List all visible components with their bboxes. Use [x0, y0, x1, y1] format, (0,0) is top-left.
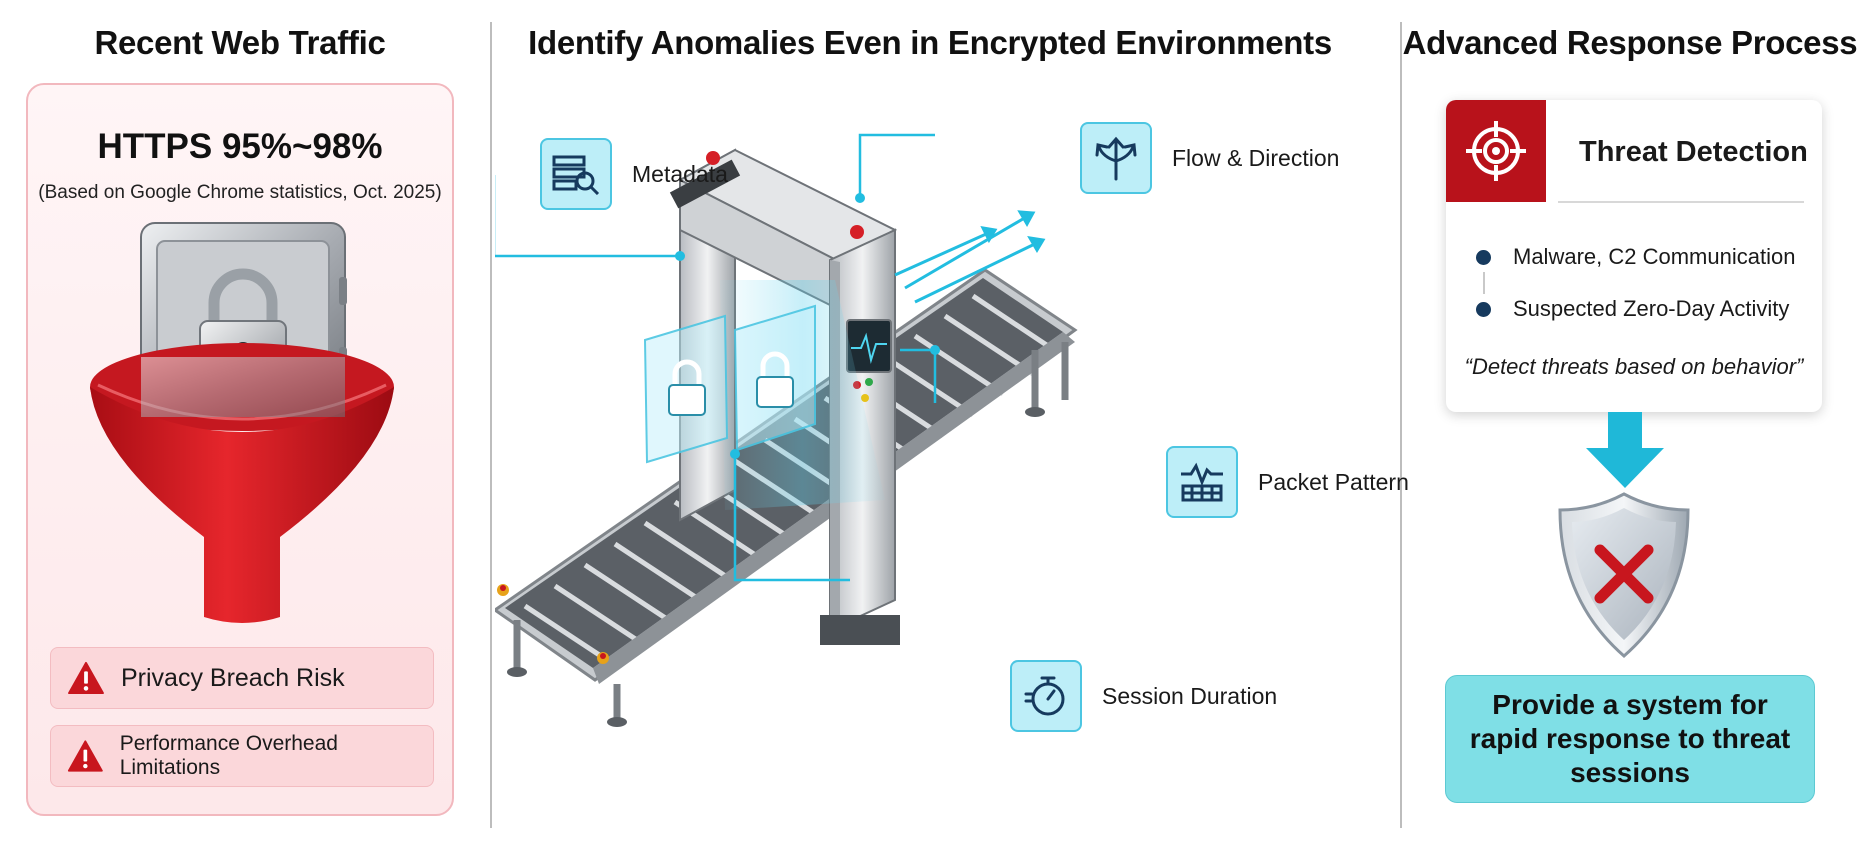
bullet-text: Suspected Zero-Day Activity — [1513, 296, 1790, 321]
callout-metadata: Metadata — [540, 138, 728, 210]
callout-label: Session Duration — [1102, 682, 1278, 709]
web-traffic-card: HTTPS 95%~98% (Based on Google Chrome st… — [26, 83, 454, 816]
right-column-title: Advanced Response Process — [1402, 24, 1858, 61]
divider-right — [1400, 22, 1402, 828]
https-stat: HTTPS 95%~98% — [97, 127, 383, 166]
divider-left — [490, 22, 492, 828]
split-arrows-icon — [1080, 122, 1152, 194]
risk-label: Performance Overhead Limitations — [119, 732, 338, 779]
stopwatch-icon — [1010, 660, 1082, 732]
threat-detection-card: Threat Detection Malware, C2 Communicati… — [1446, 100, 1822, 412]
target-icon — [1446, 100, 1546, 202]
risk-privacy-breach: Privacy Breach Risk — [50, 647, 434, 709]
conveyor-scanner-illustration — [495, 133, 1078, 727]
bullet-dot — [1476, 301, 1491, 317]
threat-quote: “Detect threats based on behavior” — [1464, 354, 1804, 379]
metadata-search-icon — [540, 138, 612, 210]
left-column-title: Recent Web Traffic — [94, 24, 386, 61]
rapid-response-box: Provide a system for rapid response to t… — [1445, 675, 1815, 803]
callout-packet-pattern: Packet Pattern — [1166, 446, 1409, 518]
threat-detection-title: Threat Detection — [1579, 136, 1808, 168]
threat-bullet: Malware, C2 Communication — [1476, 244, 1795, 270]
middle-column-title: Identify Anomalies Even in Encrypted Env… — [528, 24, 1332, 61]
bullet-text: Malware, C2 Communication — [1513, 244, 1796, 269]
warning-icon — [68, 661, 104, 695]
callout-label: Flow & Direction — [1172, 144, 1340, 171]
warning-icon — [67, 740, 103, 772]
waveform-grid-icon — [1166, 446, 1238, 518]
callout-label: Metadata — [632, 160, 728, 187]
callout-label: Packet Pattern — [1258, 468, 1409, 495]
source-note: (Based on Google Chrome statistics, Oct.… — [38, 182, 442, 203]
callout-session-duration: Session Duration — [1010, 660, 1277, 732]
threat-bullet: Suspected Zero-Day Activity — [1476, 296, 1789, 322]
funnel-safe-illustration — [90, 222, 394, 623]
threat-divider — [1558, 201, 1804, 203]
callout-flow-direction: Flow & Direction — [1080, 122, 1339, 194]
risk-label: Privacy Breach Risk — [121, 663, 345, 692]
bullet-connector — [1483, 272, 1485, 294]
bullet-dot — [1476, 249, 1491, 265]
risk-performance-overhead: Performance Overhead Limitations — [50, 725, 434, 787]
shield-blocked-icon — [1558, 492, 1690, 658]
down-arrow-icon — [1586, 412, 1664, 488]
